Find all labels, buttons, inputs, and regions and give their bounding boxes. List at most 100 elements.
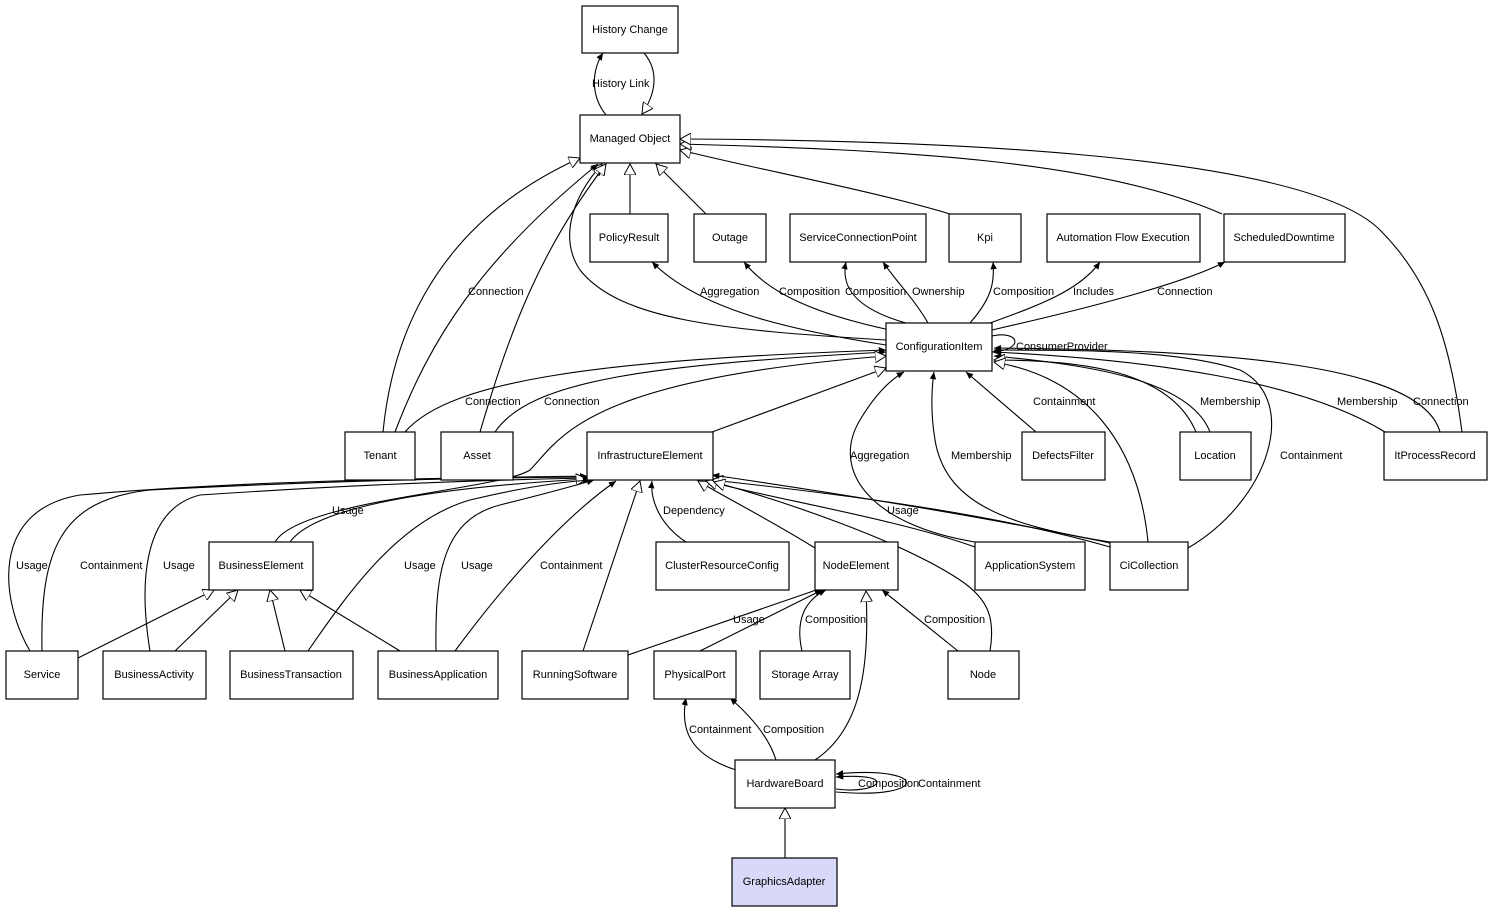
node-hardware-board[interactable]: HardwareBoard <box>734 759 836 809</box>
edge-ci-self <box>991 334 1016 355</box>
node-label: Asset <box>463 450 491 462</box>
edge-tenant-ci <box>404 347 887 433</box>
edge-ci-scp-own <box>882 261 929 324</box>
node-label: Location <box>1194 450 1236 462</box>
edge-location-ci-2 <box>994 360 1197 433</box>
node-label: ScheduledDowntime <box>1234 232 1335 244</box>
label-consumer-provider: ConsumerProvider <box>1016 341 1108 353</box>
node-running-software[interactable]: RunningSoftware <box>521 650 629 700</box>
edge-ie-ci <box>711 368 886 433</box>
node-service-connection-point[interactable]: ServiceConnectionPoint <box>789 213 927 263</box>
label-containment: Containment <box>80 560 142 572</box>
node-label: Node <box>970 669 996 681</box>
label-usage: Usage <box>163 560 195 572</box>
node-label: Kpi <box>977 232 993 244</box>
label-usage: Usage <box>733 614 765 626</box>
label-membership: Membership <box>951 450 1012 462</box>
edge-hb-ne <box>814 591 867 761</box>
edge-bapp-ie-cont <box>454 480 617 652</box>
edge-ci-scp-comp <box>841 261 907 324</box>
node-label: Storage Array <box>771 669 839 681</box>
edge-tenant-mo-conn <box>394 163 599 433</box>
edge-hb-pp-comp <box>729 697 777 761</box>
node-automation-flow-execution[interactable]: Automation Flow Execution <box>1046 213 1201 263</box>
node-label: PolicyResult <box>599 232 660 244</box>
edge-itpr-ci-conn <box>993 344 1441 433</box>
node-history-change[interactable]: History Change <box>581 5 679 54</box>
node-business-activity[interactable]: BusinessActivity <box>102 650 207 700</box>
node-ci-collection[interactable]: CiCollection <box>1109 541 1189 591</box>
node-tenant[interactable]: Tenant <box>344 431 416 481</box>
node-label: RunningSoftware <box>533 669 617 681</box>
edge-ci-policyresult <box>651 261 887 346</box>
label-connection: Connection <box>1413 396 1469 408</box>
edge-defects-ci <box>965 371 1037 433</box>
edge-be-ci <box>274 356 886 543</box>
node-node-element[interactable]: NodeElement <box>814 541 899 591</box>
node-physical-port[interactable]: PhysicalPort <box>653 650 737 700</box>
edge-node-ie <box>714 482 993 652</box>
node-outage[interactable]: Outage <box>693 213 767 263</box>
edge-asset-mo <box>479 164 606 433</box>
node-location[interactable]: Location <box>1179 431 1252 481</box>
label-aggregation: Aggregation <box>850 450 909 462</box>
edge-btx-be <box>270 590 286 652</box>
edge-crc-ie <box>648 480 687 543</box>
node-scheduled-downtime[interactable]: ScheduledDowntime <box>1223 213 1346 263</box>
node-service[interactable]: Service <box>5 650 79 700</box>
edge-sd-mo <box>680 144 1223 215</box>
label-dependency: Dependency <box>663 505 725 517</box>
node-label: NodeElement <box>823 560 890 572</box>
edge-btx-ie <box>307 477 591 652</box>
node-kpi[interactable]: Kpi <box>948 213 1022 263</box>
node-label: GraphicsAdapter <box>743 876 826 888</box>
node-node[interactable]: Node <box>947 650 1020 700</box>
label-connection: Connection <box>468 286 524 298</box>
edge-hb-self-comp <box>835 773 878 791</box>
node-business-element[interactable]: BusinessElement <box>208 541 314 591</box>
edge-cicoll-ci-mem <box>929 371 1111 543</box>
label-ownership: Ownership <box>912 286 965 298</box>
label-usage: Usage <box>332 505 364 517</box>
edge-bapp-be <box>300 590 401 652</box>
node-infrastructure-element[interactable]: InfrastructureElement <box>586 431 714 481</box>
edge-kpi-mo <box>680 150 951 215</box>
label-containment: Containment <box>689 724 751 736</box>
edge-rs-ne <box>627 587 823 656</box>
node-label: DefectsFilter <box>1032 450 1094 462</box>
node-policy-result[interactable]: PolicyResult <box>589 213 669 263</box>
edge-cicoll-ci-cont <box>993 346 1273 549</box>
node-business-transaction[interactable]: BusinessTransaction <box>229 650 354 700</box>
node-cluster-resource-config[interactable]: ClusterResourceConfig <box>655 541 790 591</box>
node-managed-object[interactable]: Managed Object <box>579 114 681 164</box>
label-connection: Connection <box>544 396 600 408</box>
edge-rs-ie <box>582 481 640 652</box>
node-business-application[interactable]: BusinessApplication <box>377 650 499 700</box>
label-membership: Membership <box>1200 396 1261 408</box>
node-label: History Change <box>592 24 668 36</box>
node-configuration-item[interactable]: ConfigurationItem <box>885 322 993 372</box>
node-label: BusinessElement <box>219 560 304 572</box>
node-label: ServiceConnectionPoint <box>799 232 916 244</box>
label-history-link: History Link <box>592 78 650 90</box>
node-label: BusinessTransaction <box>240 669 342 681</box>
label-includes: Includes <box>1073 286 1114 298</box>
label-composition: Composition <box>845 286 906 298</box>
node-label: Managed Object <box>590 133 671 145</box>
label-containment: Containment <box>1033 396 1095 408</box>
node-application-system[interactable]: ApplicationSystem <box>974 541 1086 591</box>
edge-location-ci <box>993 353 1211 433</box>
edge-labels: History Link Connection Aggregation Comp… <box>16 78 1469 790</box>
edge-mo-historychange <box>593 52 607 116</box>
node-graphics-adapter[interactable]: GraphicsAdapter <box>731 857 838 907</box>
node-asset[interactable]: Asset <box>440 431 514 481</box>
edge-ci-outage <box>743 261 891 331</box>
node-it-process-record[interactable]: ItProcessRecord <box>1383 431 1488 481</box>
node-storage-array[interactable]: Storage Array <box>759 650 851 700</box>
nodes: History Change Managed Object PolicyResu… <box>5 5 1488 907</box>
label-usage: Usage <box>461 560 493 572</box>
node-defects-filter[interactable]: DefectsFilter <box>1021 431 1106 481</box>
label-connection: Connection <box>465 396 521 408</box>
label-composition: Composition <box>924 614 985 626</box>
edge-appsys-ci <box>849 371 976 543</box>
